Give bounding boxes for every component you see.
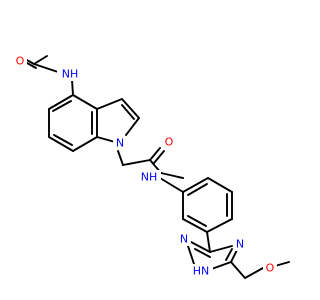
bond-c7-c7a xyxy=(72,136,98,152)
acetamide-oxygen-label: O xyxy=(16,55,25,68)
bond-ph1-ph2b xyxy=(182,177,209,193)
bond-carbonyl-o-2 xyxy=(26,62,37,69)
acetamide-nh-label: NH xyxy=(62,68,79,81)
bond-ph3-ph4 xyxy=(182,218,208,233)
bond-c5-ch2 xyxy=(230,261,246,279)
bonds xyxy=(24,55,290,279)
bond-nh-phenyl-clear xyxy=(177,176,184,179)
bond-methyl-carbonyl xyxy=(33,55,48,65)
bond-c3a-c4 xyxy=(72,94,98,110)
bond-co-o-2 xyxy=(153,150,165,164)
amide-nh-label: NH xyxy=(141,171,158,184)
bond-co-o-1 xyxy=(149,147,161,161)
bond-c6-c7 xyxy=(48,136,74,152)
bond-ch2-o xyxy=(244,267,264,279)
triazole-hn-label: HN xyxy=(193,265,210,278)
bond-triazole-n2-n1 xyxy=(187,245,195,265)
triazole-nitrogen-right-label: N xyxy=(236,238,244,251)
bond-c4-c5-inner xyxy=(52,100,72,112)
chemical-structure: O NH N O NH N N HN O xyxy=(13,54,290,279)
bond-n1-ch2 xyxy=(117,150,124,166)
bond-triazole-c3-n2-inner xyxy=(194,248,211,258)
bond-c4-c5 xyxy=(48,94,74,110)
indole-nitrogen-label: N xyxy=(116,137,124,150)
bond-c3-c2 xyxy=(121,98,140,119)
methoxy-oxygen-label: O xyxy=(266,262,275,275)
bond-triazole-c5-n4-inner xyxy=(225,248,233,261)
bond-triazole-c3-n4 xyxy=(209,245,233,253)
bond-c2-n1 xyxy=(125,117,140,136)
bond-carbonyl-nh xyxy=(33,63,59,73)
bond-c3-c2-inner xyxy=(121,104,135,120)
amide-oxygen-label: O xyxy=(165,136,174,149)
bond-nh-c4 xyxy=(71,79,74,96)
bond-ph4-ph5 xyxy=(206,218,233,233)
bond-triazole-c3-n2 xyxy=(190,241,211,253)
bond-ph1-ph2b-inner xyxy=(187,183,208,196)
bond-c3a-c3 xyxy=(96,98,123,110)
bond-ch2-co xyxy=(122,159,151,166)
bond-ph6-ph1 xyxy=(207,177,233,193)
bond-c6-c7-inner xyxy=(53,134,73,146)
bond-ph1-ph2 xyxy=(159,177,184,193)
bond-o-ch3 xyxy=(274,261,290,267)
bond-ph3-ph4-inner xyxy=(187,215,207,227)
bond-n1-c7a xyxy=(96,136,116,143)
triazole-nitrogen-top-label: N xyxy=(180,233,188,246)
atom-labels: O NH N O NH N N HN O xyxy=(13,54,277,279)
bond-phenyl-triazole xyxy=(206,231,211,253)
